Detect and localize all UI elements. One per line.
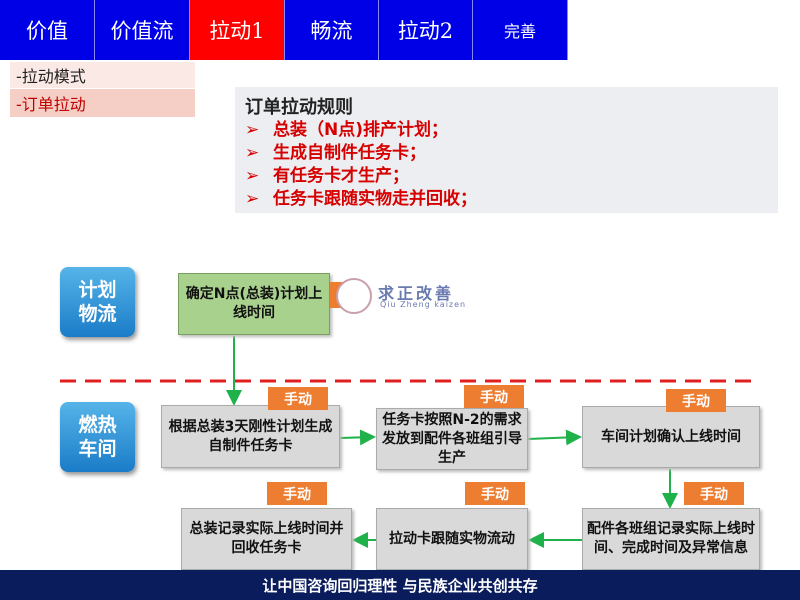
tab-flow[interactable]: 畅流 <box>285 0 379 60</box>
manual-tag: 手动 <box>666 389 726 412</box>
logo-sub: Qiu Zheng kaizen <box>380 300 467 309</box>
step-generate-cards: 根据总装3天刚性计划生成自制件任务卡 <box>161 405 340 468</box>
arrow-bullet-icon: ➢ <box>245 189 260 209</box>
rule-item: ➢ 总装（N点)排产计划； <box>245 119 768 142</box>
submenu-order-pull[interactable]: -订单拉动 <box>10 89 195 117</box>
tab-improve[interactable]: 完善 <box>473 0 568 60</box>
submenu-pull-mode[interactable]: -拉动模式 <box>10 62 195 88</box>
tab-pull-2[interactable]: 拉动2 <box>379 0 473 60</box>
rule-item: ➢ 有任务卡才生产； <box>245 165 768 188</box>
step-card-follows: 拉动卡跟随实物流动 <box>376 508 528 570</box>
footer-slogan: 让中国咨询回归理性 与民族企业共创共存 <box>0 570 800 600</box>
logo-name: 求正改善 <box>378 284 455 303</box>
arrow <box>339 429 376 446</box>
step-record-info: 配件各班组记录实际上线时间、完成时间及异常信息 <box>582 508 760 570</box>
step-dispatch-cards: 任务卡按照N-2的需求发放到配件各班组引导生产 <box>376 408 528 470</box>
rule-text: 生成自制件任务卡； <box>273 143 426 163</box>
rule-text: 有任务卡才生产； <box>273 166 409 186</box>
arrow-bullet-icon: ➢ <box>245 143 260 163</box>
step-confirm-online: 车间计划确认上线时间 <box>582 406 760 468</box>
lane-workshop: 燃热 车间 <box>60 402 135 472</box>
manual-tag: 手动 <box>684 482 744 505</box>
rules-panel: 订单拉动规则 ➢ 总装（N点)排产计划； ➢ 生成自制件任务卡； ➢ 有任务卡才生产；… <box>235 87 778 213</box>
arrow <box>527 429 582 446</box>
rules-title: 订单拉动规则 <box>245 97 353 118</box>
manual-tag: 手动 <box>268 387 328 410</box>
tab-pull-1[interactable]: 拉动1 <box>190 0 285 60</box>
rule-item: ➢ 生成自制件任务卡； <box>245 142 768 165</box>
tab-value-stream[interactable]: 价值流 <box>95 0 190 60</box>
manual-tag: 手动 <box>267 482 327 505</box>
lane-plan-logistics: 计划 物流 <box>60 267 135 337</box>
step-confirm-plan: 确定N点(总装)计划上线时间 <box>178 273 330 335</box>
logo-watermark: 求正改善 Qiu Zheng kaizen <box>330 278 470 320</box>
arrow-bullet-icon: ➢ <box>245 166 260 186</box>
rule-text: 总装（N点)排产计划； <box>273 120 448 140</box>
rule-text: 任务卡跟随实物走并回收； <box>273 189 477 209</box>
arrow-bullet-icon: ➢ <box>245 120 260 140</box>
manual-tag: 手动 <box>465 482 525 505</box>
tab-value[interactable]: 价值 <box>0 0 95 60</box>
step-recycle-cards: 总装记录实际上线时间并回收任务卡 <box>181 508 352 570</box>
rule-item: ➢ 任务卡跟随实物走并回收； <box>245 188 768 211</box>
logo-seal-icon <box>336 278 372 314</box>
manual-tag: 手动 <box>464 385 524 408</box>
